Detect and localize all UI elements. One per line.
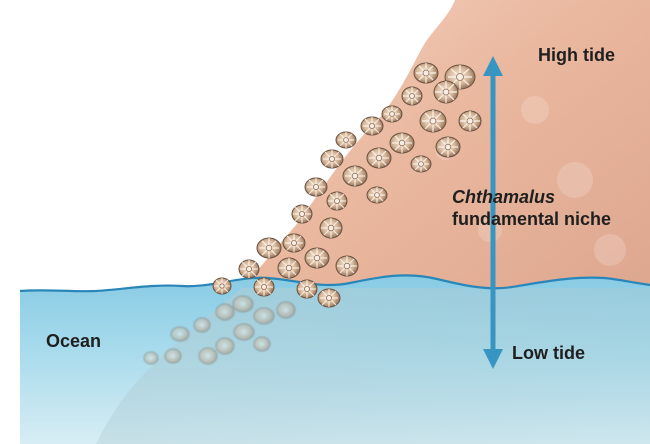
barnacle-icon [194,318,210,332]
niche-text-label: fundamental niche [452,207,650,231]
barnacle-icon [216,304,234,320]
barnacle-icon [233,296,253,312]
barnacle-icon [165,349,181,363]
barnacle-icon [297,280,317,298]
barnacle-icon [254,278,274,296]
barnacle-icon [434,81,458,103]
barnacle-icon [436,137,460,157]
barnacle-icon [216,338,234,354]
barnacle-icon [234,324,254,340]
barnacle-icon [278,258,300,278]
barnacle-icon [382,106,402,122]
barnacle-icon [254,308,274,324]
barnacle-icon [254,337,270,351]
barnacle-icon [283,234,305,252]
niche-species-label: Chthamalus [452,188,650,207]
barnacle-icon [305,248,329,268]
barnacle-icon [171,327,189,341]
barnacle-icon [320,218,342,238]
barnacle-icon [459,111,481,131]
barnacle-icon [361,117,383,135]
low-tide-label: Low tide [512,344,585,362]
barnacle-icon [402,87,422,105]
barnacle-icon [292,205,312,223]
barnacle-icon [213,278,231,294]
barnacle-icon [367,148,391,168]
barnacle-icon [257,238,281,258]
barnacle-icon [318,289,340,307]
barnacle-icon [305,178,327,196]
barnacle-icon [336,256,358,276]
barnacle-icon [327,192,347,210]
barnacle-icon [414,63,438,83]
barnacle-icon [343,166,367,186]
barnacle-icon [336,132,356,148]
barnacle-icon [321,150,343,168]
barnacle-icon [277,302,295,318]
barnacle-icon [390,133,414,153]
barnacle-icon [411,156,431,172]
high-tide-label: High tide [538,46,615,64]
fundamental-niche-label: Chthamalus fundamental niche [452,188,650,231]
barnacle-icon [144,352,158,364]
barnacle-icon [420,110,446,132]
barnacle-icon [199,348,217,364]
ocean-label: Ocean [46,332,101,350]
barnacle-icon [367,187,387,203]
barnacle-icon [239,260,259,278]
